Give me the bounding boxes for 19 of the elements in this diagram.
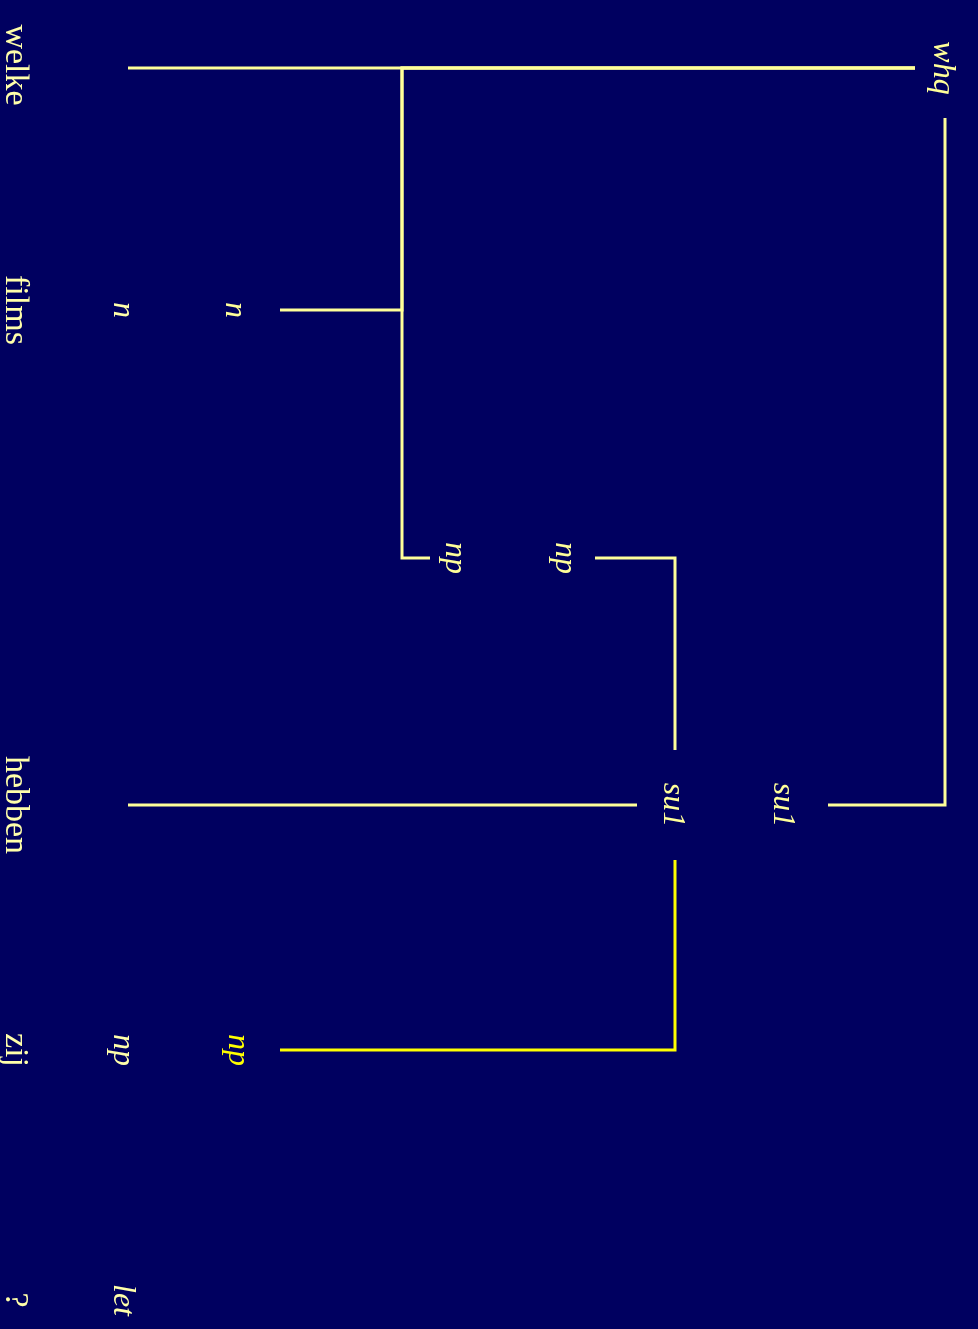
category-label: np: [109, 1034, 141, 1066]
tree-branch-line: [828, 118, 947, 807]
category-label: np: [224, 1034, 256, 1066]
word-label: hebben: [0, 755, 34, 855]
category-label: su1: [659, 782, 691, 828]
tree-branch-line: [400, 66, 915, 560]
category-label: su1: [769, 782, 801, 828]
category-label: n: [109, 302, 141, 318]
category-label: n: [221, 302, 253, 318]
word-label: films: [0, 275, 34, 345]
category-label: np: [441, 542, 473, 574]
category-label: whq: [929, 41, 961, 95]
category-label: let: [109, 1284, 141, 1316]
tree-branch-line: [128, 803, 637, 807]
tree-branch-line: [595, 556, 677, 750]
word-label: welke: [0, 24, 34, 106]
word-label: ?: [0, 1292, 34, 1308]
tree-branch-line: [280, 860, 677, 1052]
category-label: np: [551, 542, 583, 574]
